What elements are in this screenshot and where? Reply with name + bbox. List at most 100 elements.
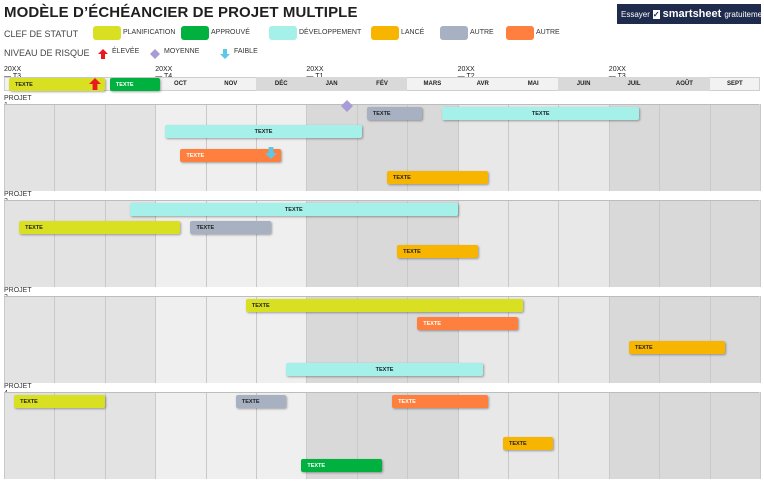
grid-line [104,200,106,287]
brand-suffix: gratuitement [724,9,764,19]
grid-line [659,104,661,191]
grid-line [356,200,358,287]
grid-line [558,392,560,479]
month-label: MARS [423,81,442,87]
grid-band [709,104,760,191]
grid-band [457,200,508,287]
timeline-bar[interactable]: TEXTE [387,171,488,184]
grid-line [205,296,207,383]
grid-band [104,392,156,479]
timeline-bar[interactable]: TEXTE [165,125,362,138]
grid-band [54,200,105,287]
grid-line [306,200,308,287]
month-label: JUIN [558,77,609,91]
up-arrow-icon [88,78,101,90]
timeline-bar[interactable]: TEXTE [301,459,382,472]
timeline-bar[interactable]: TEXTE [397,245,478,258]
milestone-marker [88,77,101,95]
grid-line [256,392,257,479]
timeline-bar[interactable]: TEXTE [366,107,423,120]
grid-line [760,200,761,287]
grid-line [558,200,560,287]
grid-line [709,296,711,383]
grid-band [709,200,760,287]
timeline-bar[interactable]: TEXTE [502,437,554,450]
grid-line [155,392,157,479]
month-label: MAI [527,81,539,87]
grid-line [457,296,459,383]
grid-band [659,200,710,287]
timeline-bar[interactable]: TEXTE [190,221,272,234]
grid-band [608,392,660,479]
grid-line [508,392,509,479]
down-arrow-icon [220,49,230,59]
grid-line [155,104,157,191]
grid-line [54,200,56,287]
grid-line [457,104,459,191]
month-label: OCT [174,81,187,87]
grid-line [356,392,358,479]
grid-band [709,392,760,479]
diamond-icon [150,49,160,59]
grid-line [54,296,56,383]
risk-key-label: ÉLEVÉE [112,48,140,55]
grid-line [709,200,711,287]
month-label: JAN [306,77,357,91]
grid-band [4,104,55,191]
section-border [4,296,759,297]
timeline-bar[interactable]: TEXTE [417,317,519,330]
grid-line [608,104,610,191]
grid-line [608,200,610,287]
quarter-label: 20XX — T4 [155,66,173,80]
grid-line [205,200,207,287]
timeline-bar[interactable]: TEXTE [245,299,524,312]
grid-band [558,392,609,479]
grid-line [407,200,409,287]
grid-band [4,296,55,383]
checkmark-icon: ✓ [652,9,660,19]
grid-line [760,104,761,191]
grid-band [155,392,206,479]
grid-line [306,296,308,383]
status-key-label: APPROUVÉ [211,29,250,36]
try-smartsheet-button[interactable]: Essayer ✓ smartsheet gratuitement [617,4,764,24]
timeline-bar[interactable]: TEXTE [9,78,105,91]
timeline-bar[interactable]: TEXTE [392,395,488,408]
timeline-bar[interactable]: TEXTE [286,363,483,376]
diamond-risk-icon [150,46,160,64]
timeline-bar[interactable]: TEXTE [628,341,725,354]
risk-key-label: NIVEAU DE RISQUE [4,48,90,58]
grid-line [709,104,711,191]
risk-key-label: MOYENNE [164,48,200,55]
grid-band [54,296,105,383]
grid-band [558,200,609,287]
month-label: DÉC [256,77,307,91]
timeline-bar[interactable]: TEXTE [14,395,105,408]
grid-line [104,296,106,383]
timeline-bar[interactable]: TEXTE [180,149,282,162]
grid-band [205,104,256,191]
month-label: SEPT [726,81,743,87]
try-label: Essayer [621,9,650,19]
status-key-label: PLANIFICATION [123,29,176,36]
timeline-bar[interactable]: TEXTE [235,395,287,408]
brand-name: smartsheet [662,8,722,20]
month-label: AVR [476,81,489,87]
page-title: MODÈLE D’ÉCHÉANCIER DE PROJET MULTIPLE [4,4,358,21]
grid-line [508,104,509,191]
status-key-swatch [371,26,399,40]
timeline-bar[interactable]: TEXTE [109,78,161,91]
grid-line [205,104,207,191]
down-arrow-icon [265,147,278,159]
grid-line [256,200,257,287]
grid-line [659,392,661,479]
risk-key-label: FAIBLE [234,48,258,55]
timeline-bar[interactable]: TEXTE [130,203,458,216]
grid-band [659,392,710,479]
quarter-label: 20XX — T2 [457,66,475,80]
timeline-bar[interactable]: TEXTE [19,221,181,234]
grid-band [54,104,105,191]
grid-line [54,104,56,191]
timeline-bar[interactable]: TEXTE [442,107,640,120]
grid-band [508,392,559,479]
